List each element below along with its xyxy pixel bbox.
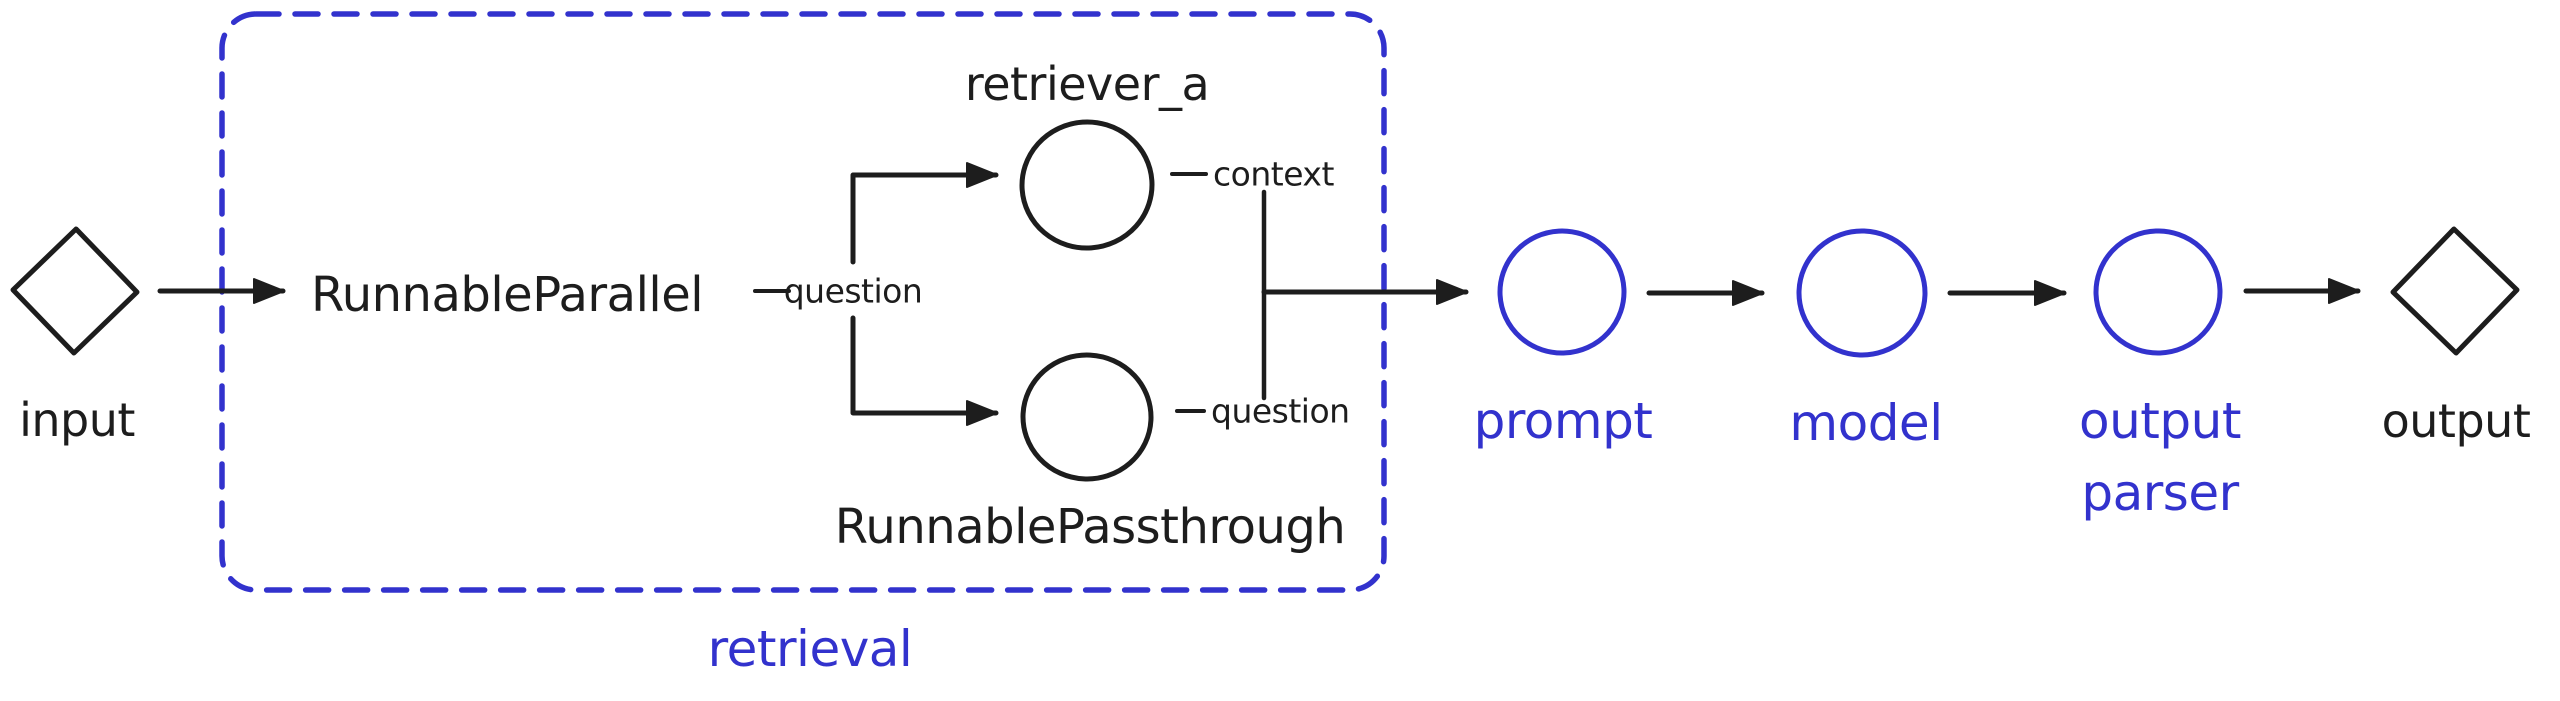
context-edge-label: context	[1213, 155, 1334, 194]
output-label: output	[2382, 394, 2531, 448]
output-parser-node	[2093, 228, 2223, 356]
fork-bottom-arrow	[850, 315, 999, 426]
runnable-parallel-label: RunnableParallel	[311, 267, 703, 323]
runnable-passthrough-node	[1020, 352, 1154, 482]
retriever-a-node	[1019, 119, 1155, 251]
prompt-label: prompt	[1474, 392, 1653, 450]
retrieval-group-label: retrieval	[708, 620, 913, 678]
prompt-node	[1497, 228, 1627, 356]
fork-top-arrow	[850, 162, 999, 265]
runnable-passthrough-label: RunnablePassthrough	[835, 499, 1346, 555]
retriever-a-label: retriever_a	[965, 57, 1209, 111]
model-label: model	[1789, 394, 1942, 452]
input-node	[10, 226, 140, 356]
question-edge-label: question	[784, 272, 923, 311]
input-label: input	[19, 393, 135, 447]
output-parser-label-line1: output	[2079, 392, 2241, 450]
retrieval-group-box	[219, 11, 1387, 593]
output-parser-label-line2: parser	[2081, 464, 2239, 522]
output-node	[2390, 226, 2520, 356]
model-node	[1796, 228, 1928, 358]
question2-edge-label: question	[1211, 392, 1350, 431]
